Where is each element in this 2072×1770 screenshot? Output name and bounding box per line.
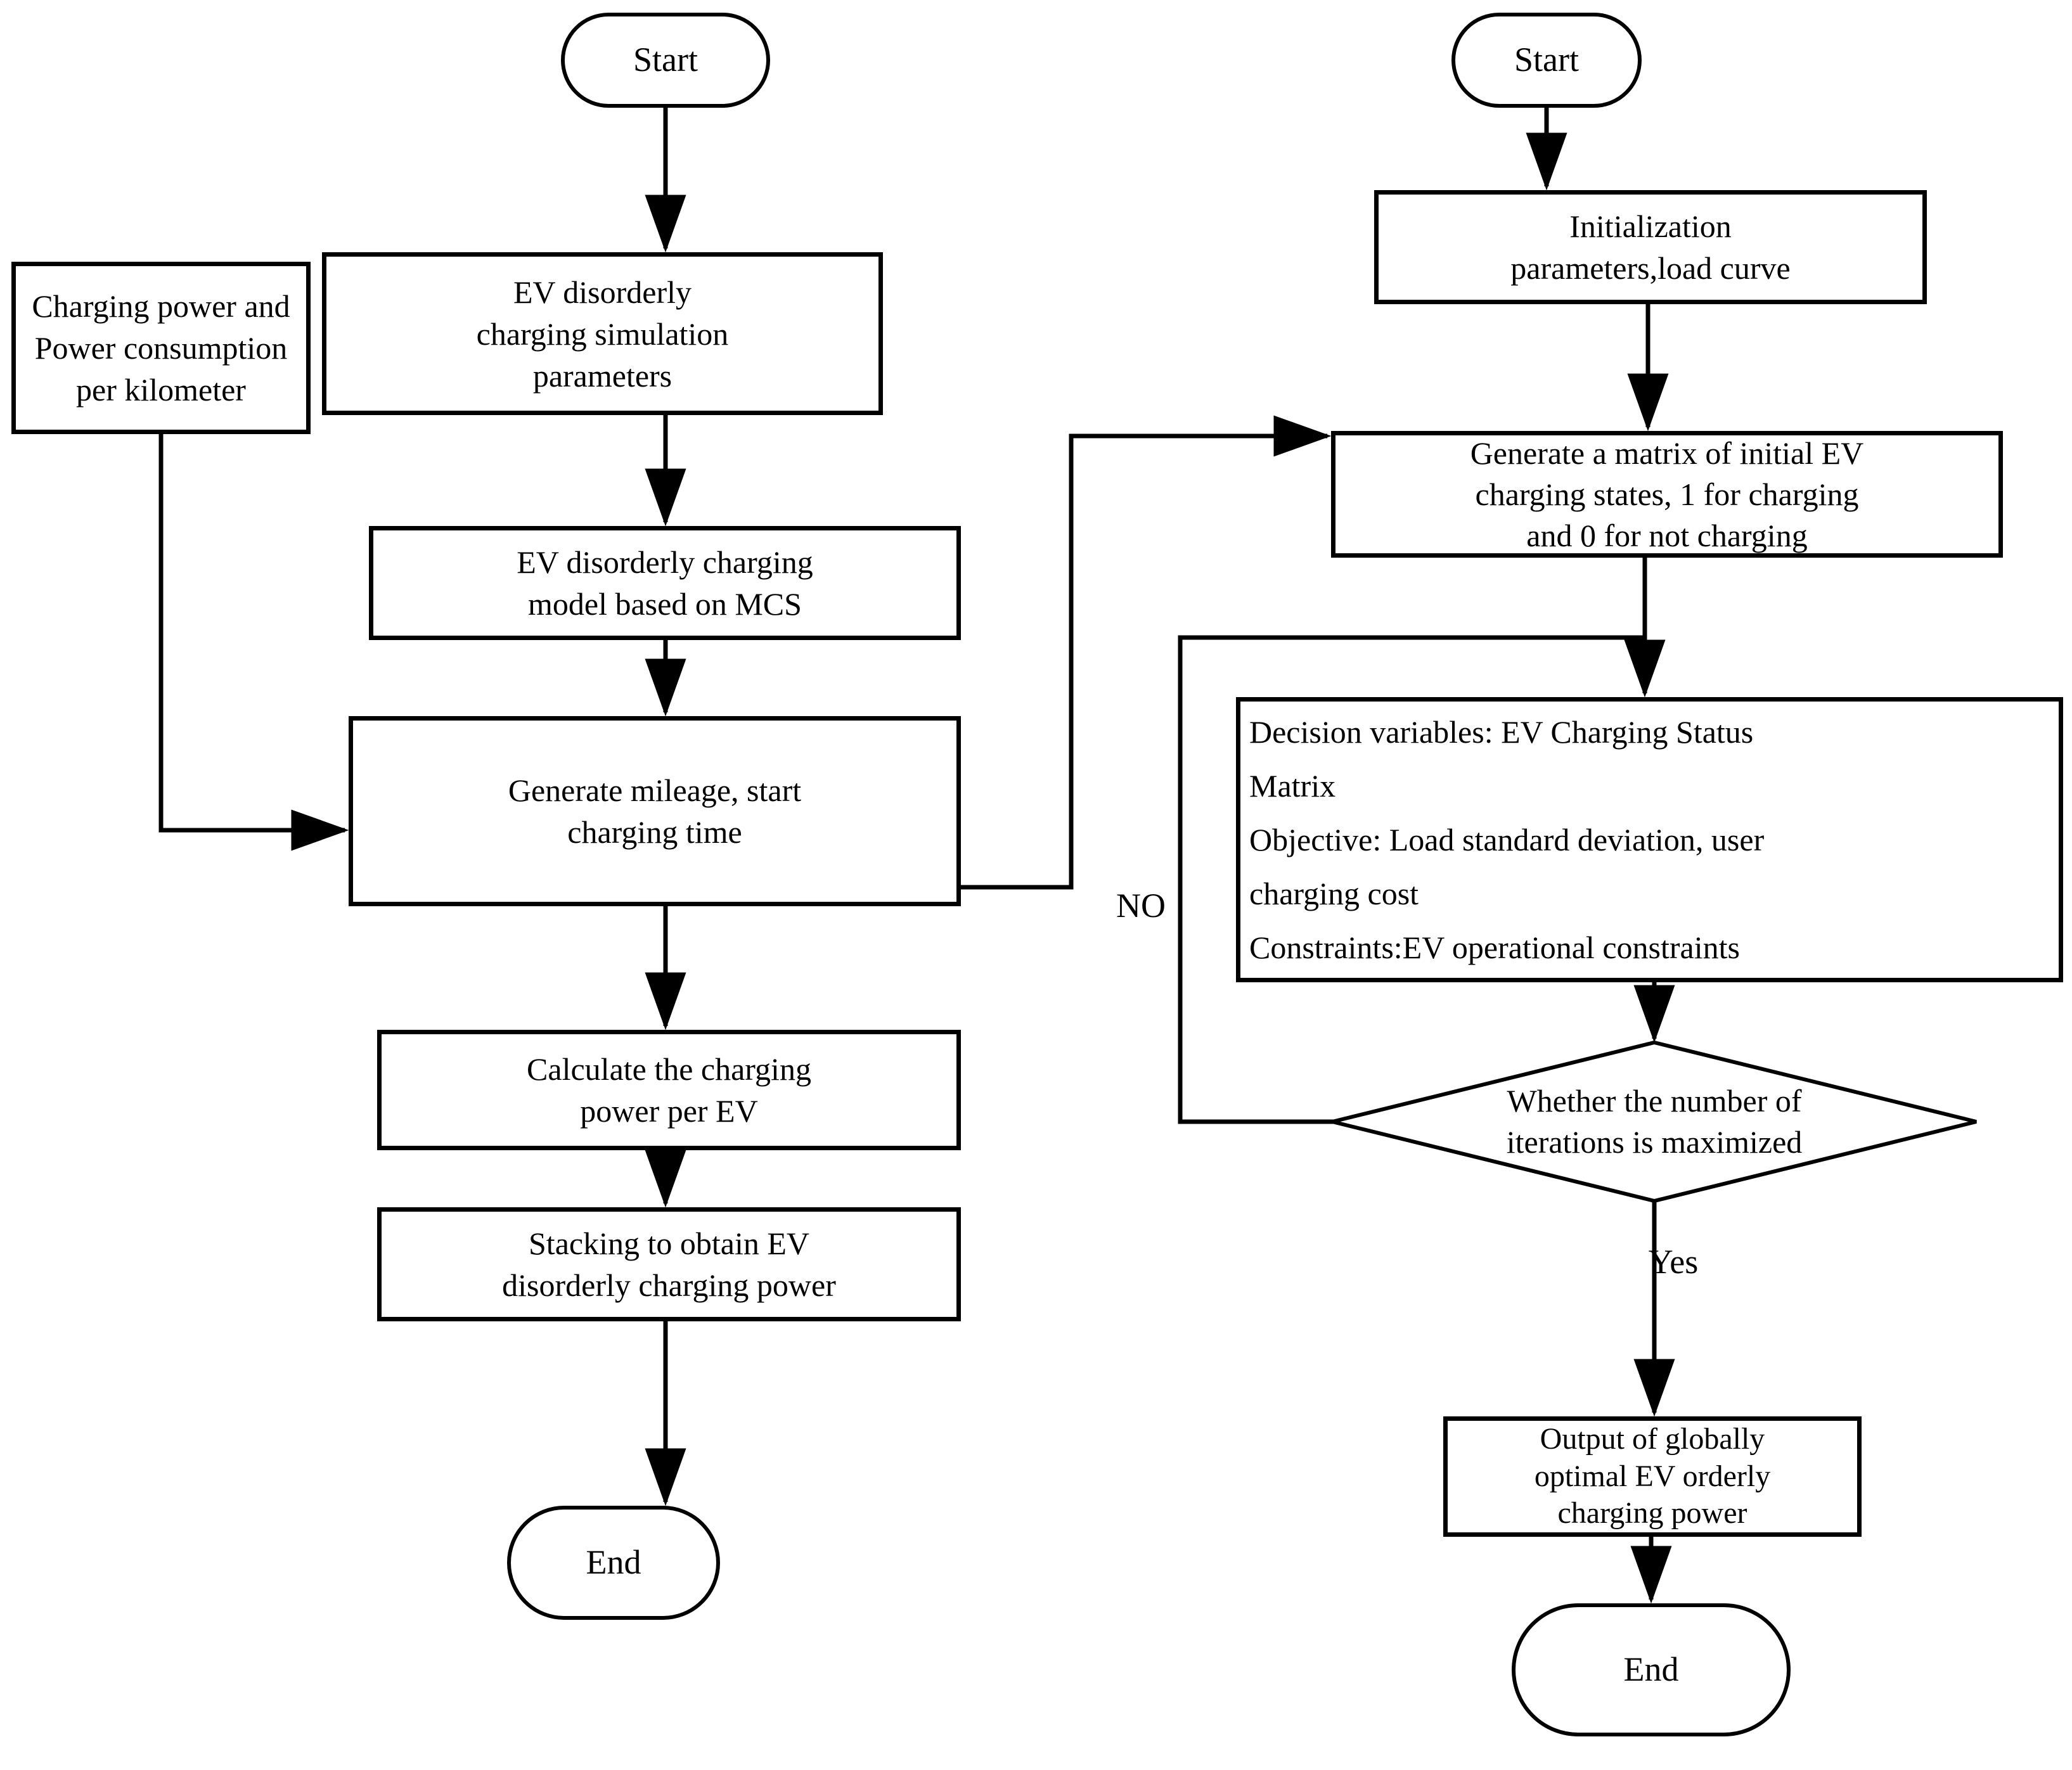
decision-diamond-shape <box>1332 1040 1977 1203</box>
arrow-side-input-to-mileage <box>158 434 349 851</box>
process-optimization-definition: Decision variables: EV Charging Status M… <box>1236 697 2063 982</box>
process-generate-charging-state-matrix: Generate a matrix of initial EV charging… <box>1331 431 2003 558</box>
label-no: NO <box>1116 887 1166 925</box>
terminator-left-start: Start <box>561 13 770 108</box>
label-yes: Yes <box>1648 1243 1699 1281</box>
process-output-optimal-power: Output of globally optimal EV orderly ch… <box>1443 1416 1862 1537</box>
terminator-left-end: End <box>507 1506 720 1620</box>
arrow-mileage-to-matrix-crosslink <box>961 415 1332 890</box>
process-ev-disorderly-sim-params: EV disorderly charging simulation parame… <box>322 252 883 415</box>
no-feedback-loop-line <box>1178 635 1647 1124</box>
process-calc-charging-power: Calculate the charging power per EV <box>377 1030 961 1150</box>
terminator-right-end: End <box>1512 1603 1791 1736</box>
process-mcs-model: EV disorderly charging model based on MC… <box>369 526 961 640</box>
decision-iterations-maximized: Whether the number of iterations is maxi… <box>1506 1083 1803 1160</box>
process-generate-mileage: Generate mileage, start charging time <box>349 716 961 906</box>
input-charging-power-per-km: Charging power and Power consumption per… <box>11 262 311 434</box>
terminator-right-start: Start <box>1451 13 1642 108</box>
process-initialization: Initialization parameters,load curve <box>1374 190 1927 304</box>
process-stacking-disorderly-power: Stacking to obtain EV disorderly chargin… <box>377 1207 961 1321</box>
